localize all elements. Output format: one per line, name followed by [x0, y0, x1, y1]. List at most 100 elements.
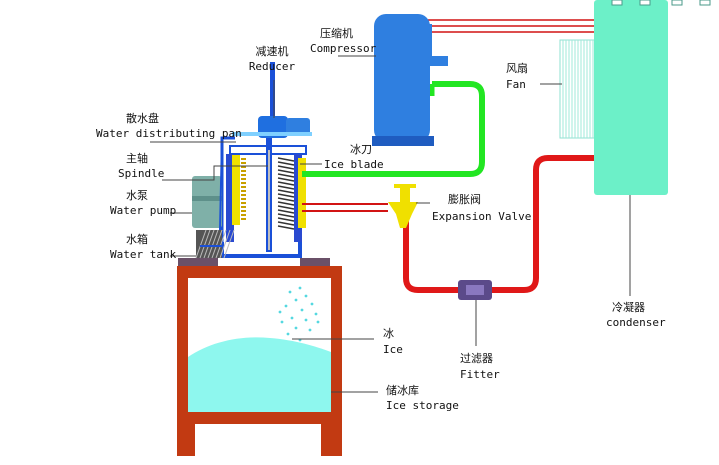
coil-stripe	[241, 218, 246, 220]
ice-dot	[308, 328, 312, 332]
blade-stripe	[277, 181, 295, 186]
coil-stripe	[241, 202, 246, 204]
label-reducer-en: Reducer	[249, 60, 296, 73]
expansion-valve	[388, 184, 418, 228]
compressor	[372, 14, 448, 146]
spindle-inner	[268, 150, 270, 250]
corner-mark-4	[699, 0, 711, 6]
blade-stripe	[277, 185, 295, 190]
blade-stripe	[277, 213, 295, 218]
ice-dot	[286, 332, 290, 336]
labels: 减速机 Reducer 压缩机 Compressor 风扇 Fan 散水盘 Wa…	[96, 26, 666, 412]
water-pump-pipe	[219, 137, 223, 231]
coil-stripe	[241, 162, 246, 164]
ice-dot	[288, 290, 292, 294]
label-ice-zh: 冰	[383, 327, 394, 340]
reducer-top-pan	[232, 132, 312, 136]
coil-stripe	[241, 178, 246, 180]
blade-stripe	[277, 205, 295, 210]
compressor-port	[426, 56, 448, 66]
blade-stripe	[277, 209, 295, 214]
coil-stripe	[241, 194, 246, 196]
label-spindle-zh: 主轴	[126, 151, 148, 165]
corner-mark-1	[611, 0, 623, 6]
hatch-line	[219, 229, 231, 259]
label-reducer-zh: 减速机	[256, 44, 289, 58]
compressor-body	[374, 14, 430, 142]
ice-dot	[316, 320, 320, 324]
ice-dot	[310, 302, 314, 306]
water-tank-block-left	[178, 258, 218, 266]
ice-dot	[294, 298, 298, 302]
label-ice-blade-zh: 冰刀	[350, 143, 372, 156]
label-compressor-en: Compressor	[310, 42, 377, 55]
hatch-line	[207, 229, 219, 259]
label-ice-storage-en: Ice storage	[386, 399, 459, 412]
condenser	[594, 0, 668, 195]
filter	[458, 280, 492, 300]
ice-blade-coil	[277, 157, 295, 230]
leader-spindle	[162, 165, 268, 181]
water-pump-body	[192, 176, 222, 228]
hatch-line	[199, 229, 211, 259]
yellow-cylinder-right	[298, 158, 306, 228]
label-ice-blade-en: Ice blade	[324, 158, 384, 171]
ice-dot	[314, 312, 318, 316]
label-spindle-en: Spindle	[118, 167, 164, 180]
blade-stripe	[277, 193, 295, 198]
compressor-base	[372, 136, 434, 146]
blade-stripe	[277, 169, 295, 174]
label-filter-en: Fitter	[460, 368, 500, 381]
label-condenser-en: condenser	[606, 316, 666, 329]
green-suction-pipe	[302, 81, 485, 177]
hatch-line	[195, 229, 207, 259]
label-water-tank-zh: 水箱	[126, 232, 148, 246]
coil-stripe	[241, 182, 246, 184]
water-pump	[192, 176, 235, 259]
coil-stripe	[241, 206, 246, 208]
hatch-line	[203, 229, 215, 259]
fan-grille-lines	[562, 40, 594, 138]
red-liquid-line-2	[397, 207, 458, 293]
coil-stripe	[241, 158, 246, 160]
blade-stripe	[277, 173, 295, 178]
ice-dot	[304, 318, 308, 322]
blade-stripe	[277, 177, 295, 182]
label-water-tank-en: Water tank	[110, 248, 177, 261]
falling-ice-dots	[278, 286, 320, 342]
water-tank-block-right	[300, 258, 330, 266]
label-water-pump-zh: 水泵	[126, 189, 148, 202]
ice-pile	[188, 337, 331, 412]
label-expansion-valve-en: Expansion Valve	[432, 210, 531, 223]
ice-dot	[304, 294, 308, 298]
blue-base-frame	[220, 242, 302, 258]
label-condenser-zh: 冷凝器	[612, 300, 645, 314]
blade-stripe	[277, 189, 295, 194]
coil-stripe	[241, 170, 246, 172]
yellow-cylinder-left	[232, 155, 240, 225]
blade-stripe	[277, 225, 295, 230]
compressor-head	[420, 24, 432, 58]
label-water-distributing-pan-en: Water distributing pan	[96, 127, 242, 140]
blade-stripe	[277, 217, 295, 222]
ice-storage-underside	[195, 424, 321, 456]
reducer-stem	[270, 62, 275, 118]
blade-stripe	[277, 201, 295, 206]
coil-stripes-left	[241, 158, 246, 220]
water-pump-band	[192, 196, 222, 201]
hatch-line	[223, 229, 235, 259]
ice-dot	[294, 326, 298, 330]
ice-maker-body	[220, 132, 307, 258]
ice-dot	[298, 286, 302, 290]
expansion-valve-body	[388, 202, 418, 228]
hatch-line	[215, 229, 227, 259]
ice-storage-bin	[177, 266, 342, 456]
coil-stripe	[241, 166, 246, 168]
blade-stripe	[277, 221, 295, 226]
label-expansion-valve-zh: 膨胀阀	[448, 192, 481, 206]
label-water-distributing-pan-zh: 散水盘	[126, 111, 159, 125]
corner-mark-2	[639, 0, 651, 6]
leader-lines	[150, 55, 631, 393]
blade-stripe	[277, 165, 295, 170]
